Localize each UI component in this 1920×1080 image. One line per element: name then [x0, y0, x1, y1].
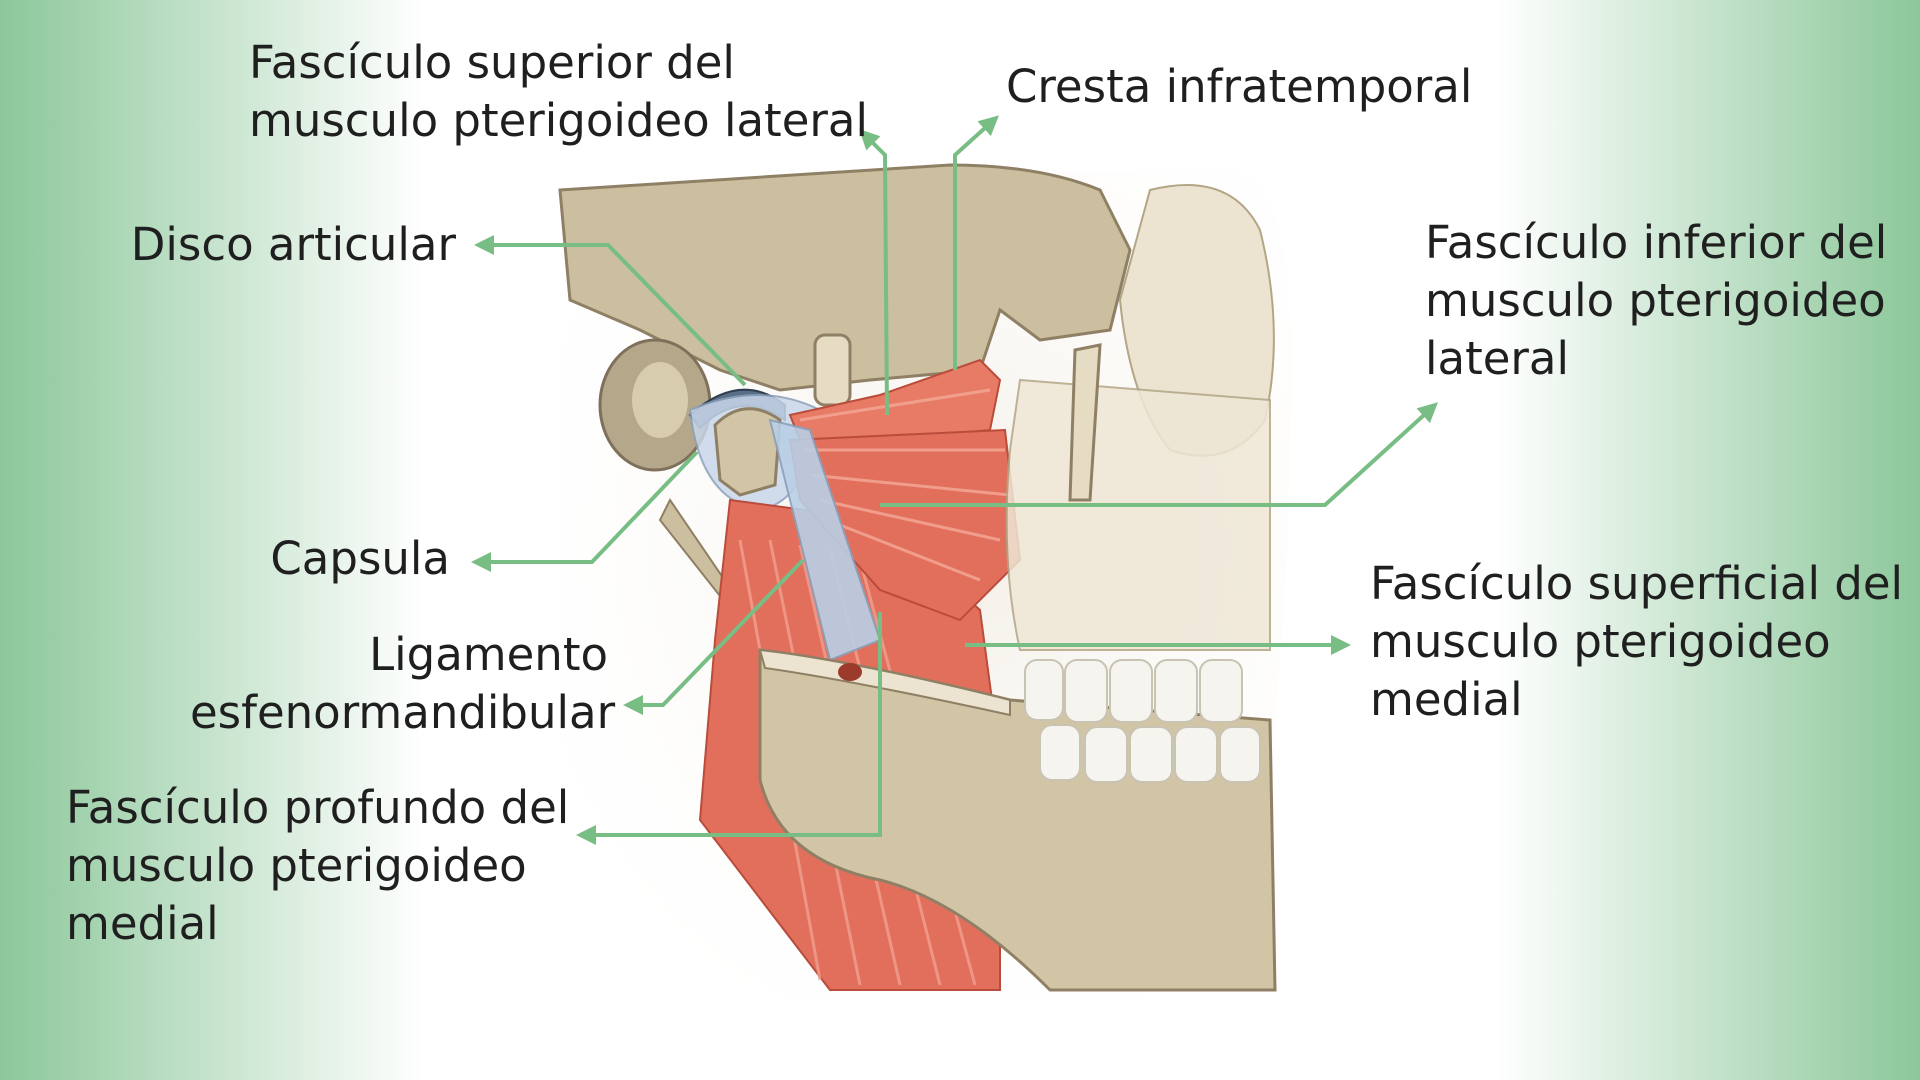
leader-disco-articular: [474, 235, 747, 387]
label-fasciculo-superficial: Fascículo superficial del musculo pterig…: [1370, 555, 1903, 729]
label-line: lateral: [1425, 332, 1569, 385]
label-line: Fascículo superficial del: [1370, 557, 1904, 610]
label-disco-articular: Disco articular: [120, 216, 456, 274]
label-cresta-infratemporal: Cresta infratemporal: [1006, 58, 1472, 116]
label-line: musculo pterigoideo: [1425, 274, 1886, 327]
lateral-pterygoid-fibers: [799, 388, 1011, 582]
label-line: Capsula: [270, 532, 450, 585]
teeth: [1024, 659, 1261, 783]
label-capsula: Capsula: [200, 530, 450, 588]
label-line: medial: [1370, 673, 1523, 726]
leader-fasciculo-inferior: [880, 402, 1438, 507]
label-fasciculo-profundo: Fascículo profundo del musculo pterigoid…: [66, 779, 569, 953]
mandibular-foramen: [838, 663, 862, 681]
label-line: medial: [66, 897, 219, 950]
label-ligamento: Ligamento esfenormandibular: [190, 626, 616, 742]
mandible-cut-surface: [758, 648, 1011, 717]
label-line: Fascículo superior del: [249, 36, 735, 89]
label-line: Cresta infratemporal: [1006, 60, 1473, 113]
leader-fasciculo-superior: [859, 129, 889, 416]
label-line: musculo pterigoideo: [1370, 615, 1831, 668]
leader-lines: [471, 115, 1438, 845]
label-fasciculo-inferior: Fascículo inferior del musculo pterigoid…: [1425, 214, 1887, 388]
leader-cresta-infratemporal: [953, 115, 999, 370]
leader-fasciculo-profundo: [576, 612, 882, 845]
label-fasciculo-superior: Fascículo superior del musculo pterigoid…: [249, 34, 868, 150]
zygomatic-bone-cut: [1068, 343, 1102, 502]
leader-capsula: [471, 450, 699, 572]
label-line: esfenormandibular: [190, 686, 616, 739]
label-line: musculo pterigoideo: [66, 839, 527, 892]
label-line: Fascículo inferior del: [1425, 216, 1888, 269]
mandibular-condyle: [713, 407, 782, 497]
label-line: Ligamento: [369, 628, 608, 681]
zygomatic-arch-cut: [813, 333, 852, 407]
label-line: Disco articular: [130, 218, 456, 271]
maxilla-bone: [1005, 378, 1271, 651]
leader-ligamento: [623, 558, 805, 715]
label-line: Fascículo profundo del: [66, 781, 570, 834]
label-line: musculo pterigoideo lateral: [249, 94, 868, 147]
